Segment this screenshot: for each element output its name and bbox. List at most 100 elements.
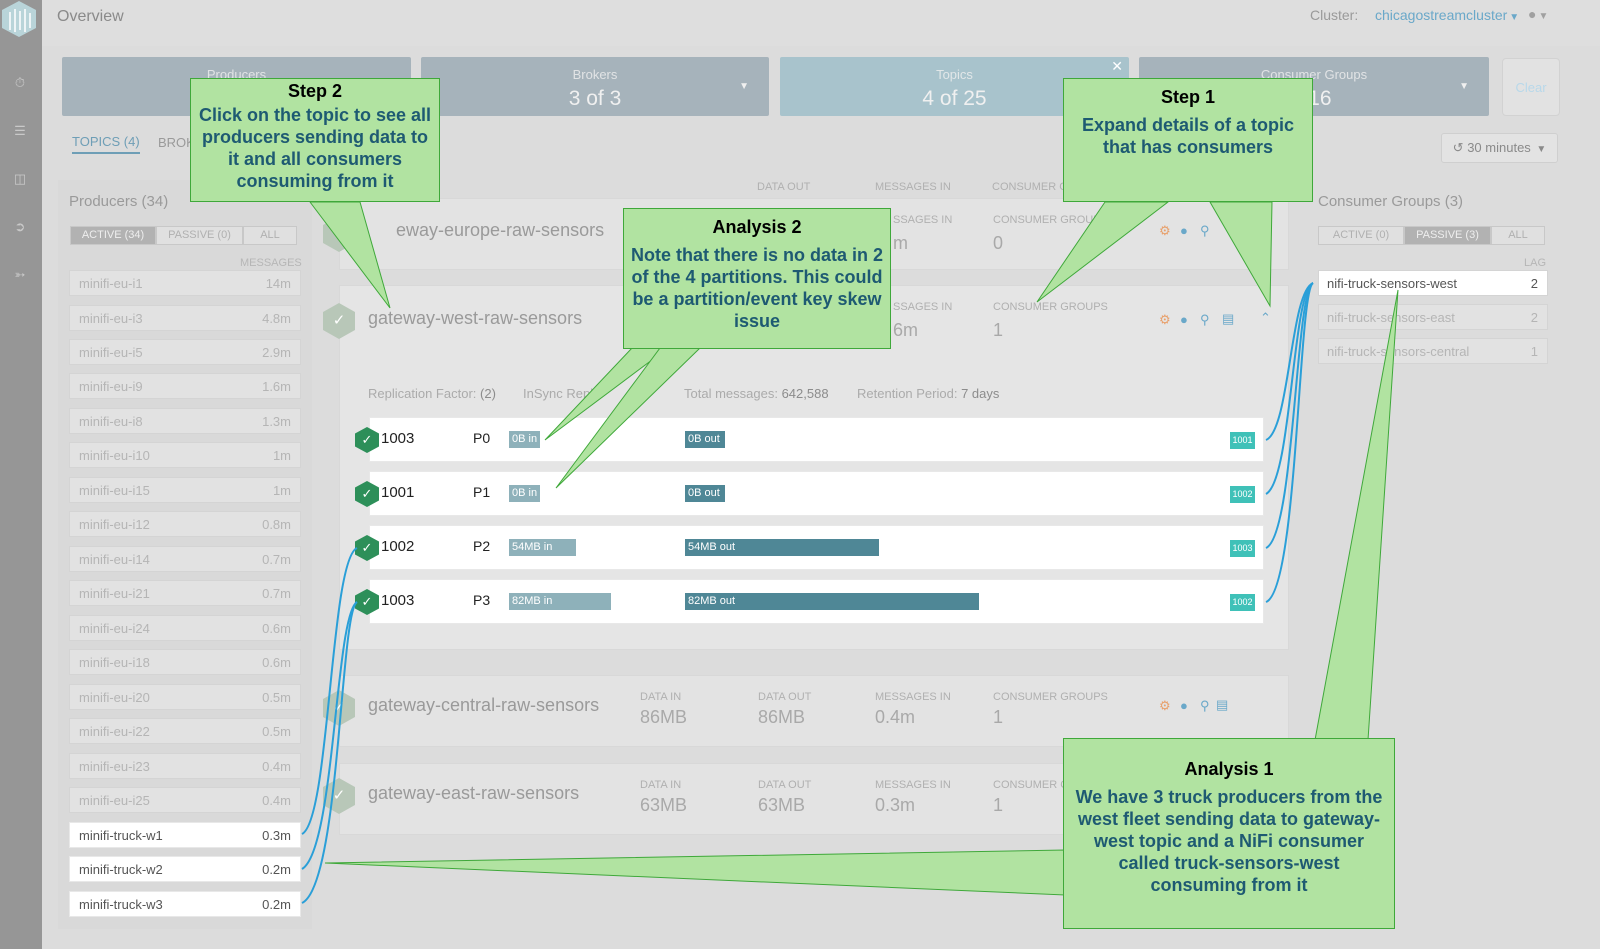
chevron-up-icon[interactable]: ⌃ (1260, 310, 1271, 325)
filter-all[interactable]: ALL (243, 226, 297, 245)
filter-all[interactable]: ALL (1491, 226, 1545, 245)
producer-name: minifi-eu-i24 (79, 621, 150, 636)
tab-topics[interactable]: TOPICS (4) (72, 134, 140, 154)
logout-icon[interactable]: ➲ (14, 219, 26, 234)
producer-messages: 4.8m (262, 311, 291, 326)
callout-title: Analysis 2 (712, 217, 802, 237)
cluster-selector[interactable]: chicagostreamcluster▼ (1375, 7, 1519, 23)
time-range-button[interactable]: ↺ 30 minutes ▼ (1441, 133, 1558, 163)
broker-id: 1003 (381, 430, 415, 447)
settings-icon[interactable]: ⚙ (1159, 223, 1171, 238)
brokers-filter-tile[interactable]: Brokers 3 of 3 ▼ (421, 57, 769, 116)
consumer-group-lag: 1 (1530, 344, 1538, 359)
settings-icon[interactable]: ⚙ (1159, 312, 1171, 327)
producer-name: minifi-eu-i22 (79, 724, 150, 739)
filter-passive[interactable]: PASSIVE (0) (156, 226, 243, 245)
producer-name: minifi-eu-i10 (79, 448, 150, 463)
globe-icon[interactable]: ● (1180, 312, 1188, 327)
producer-row[interactable]: minifi-eu-i25 0.4m (69, 787, 301, 813)
app-logo-icon[interactable] (0, 0, 38, 38)
consumer-badge[interactable]: 1001 (1230, 432, 1255, 449)
search-icon[interactable]: ⚲ (1200, 223, 1210, 238)
retention-period: Retention Period: 7 days (857, 386, 1000, 401)
filter-passive[interactable]: PASSIVE (3) (1404, 226, 1491, 245)
database-icon[interactable]: ◫ (13, 171, 27, 186)
col-data-out[interactable]: DATA OUT (757, 181, 811, 193)
callout-tail-analysis1b (324, 849, 1066, 896)
data-out-value: 63MB (758, 795, 806, 815)
producer-messages: 0.6m (262, 655, 291, 670)
callout-tail-step1 (1036, 201, 1170, 303)
history-icon: ↺ (1452, 140, 1464, 155)
producer-name: minifi-eu-i25 (79, 793, 150, 808)
topic-name[interactable]: gateway-west-raw-sensors (368, 308, 583, 328)
close-icon[interactable]: ✕ (1111, 58, 1123, 74)
consumer-badge[interactable]: 1002 (1230, 594, 1255, 611)
consumer-group-row[interactable]: nifi-truck-sensors-central 1 (1318, 338, 1548, 364)
filter-active[interactable]: ACTIVE (0) (1318, 226, 1404, 245)
user-menu-icon[interactable]: ●▼ (1528, 6, 1549, 22)
producer-name: minifi-eu-i8 (79, 414, 143, 429)
consumer-group-name: nifi-truck-sensors-west (1327, 276, 1458, 291)
dashboard-icon[interactable]: ⏱ (14, 75, 26, 90)
producer-messages: 0.4m (262, 793, 291, 808)
insync-replicas: InSync Replic (523, 386, 603, 401)
producer-messages: 1.6m (262, 379, 291, 394)
producer-name: minifi-truck-w2 (79, 862, 163, 877)
tile-value: 4 of 25 (922, 87, 987, 110)
consumer-groups-value: 1 (993, 707, 1004, 727)
topic-card-central[interactable]: ✓ gateway-central-raw-sensors DATA IN 86… (323, 675, 1289, 747)
tile-value: 3 of 3 (568, 87, 622, 110)
list-icon[interactable]: ☰ (14, 123, 26, 138)
cluster-name: chicagostreamcluster (1375, 7, 1508, 23)
consumer-groups-title: Consumer Groups (3) (1318, 193, 1464, 210)
clear-button[interactable]: Clear (1502, 58, 1560, 116)
settings-icon[interactable]: ⚙ (1159, 698, 1171, 713)
topic-name[interactable]: eway-europe-raw-sensors (396, 220, 605, 240)
consumer-groups-value: 1 (993, 320, 1004, 340)
topic-name[interactable]: gateway-central-raw-sensors (368, 695, 600, 715)
globe-icon[interactable]: ● (1180, 698, 1188, 713)
table-icon[interactable]: ▤ (1222, 311, 1235, 326)
consumer-badge[interactable]: 1002 (1230, 486, 1255, 503)
col-consumer-groups[interactable]: CONSUMER G (992, 181, 1068, 193)
table-icon[interactable]: ▤ (1216, 697, 1229, 712)
consumer-group-name: nifi-truck-sensors-central (1327, 344, 1470, 359)
search-icon[interactable]: ⚲ (1200, 312, 1210, 327)
search-icon[interactable]: ⚲ (1200, 698, 1210, 713)
callout-tail-analysis1 (1314, 289, 1399, 741)
tab-brokers[interactable]: BROK (158, 135, 195, 150)
login-icon[interactable]: ➳ (14, 267, 26, 282)
consumer-badge[interactable]: 1003 (1230, 540, 1255, 557)
globe-icon[interactable]: ● (1180, 223, 1188, 238)
callout-step1: Step 1 Expand details of a topic that ha… (1063, 78, 1313, 202)
producer-messages: 0.7m (262, 586, 291, 601)
col-messages-in[interactable]: MESSAGES IN (875, 181, 951, 193)
topic-name[interactable]: gateway-east-raw-sensors (368, 783, 580, 803)
filter-active[interactable]: ACTIVE (34) (70, 226, 156, 245)
